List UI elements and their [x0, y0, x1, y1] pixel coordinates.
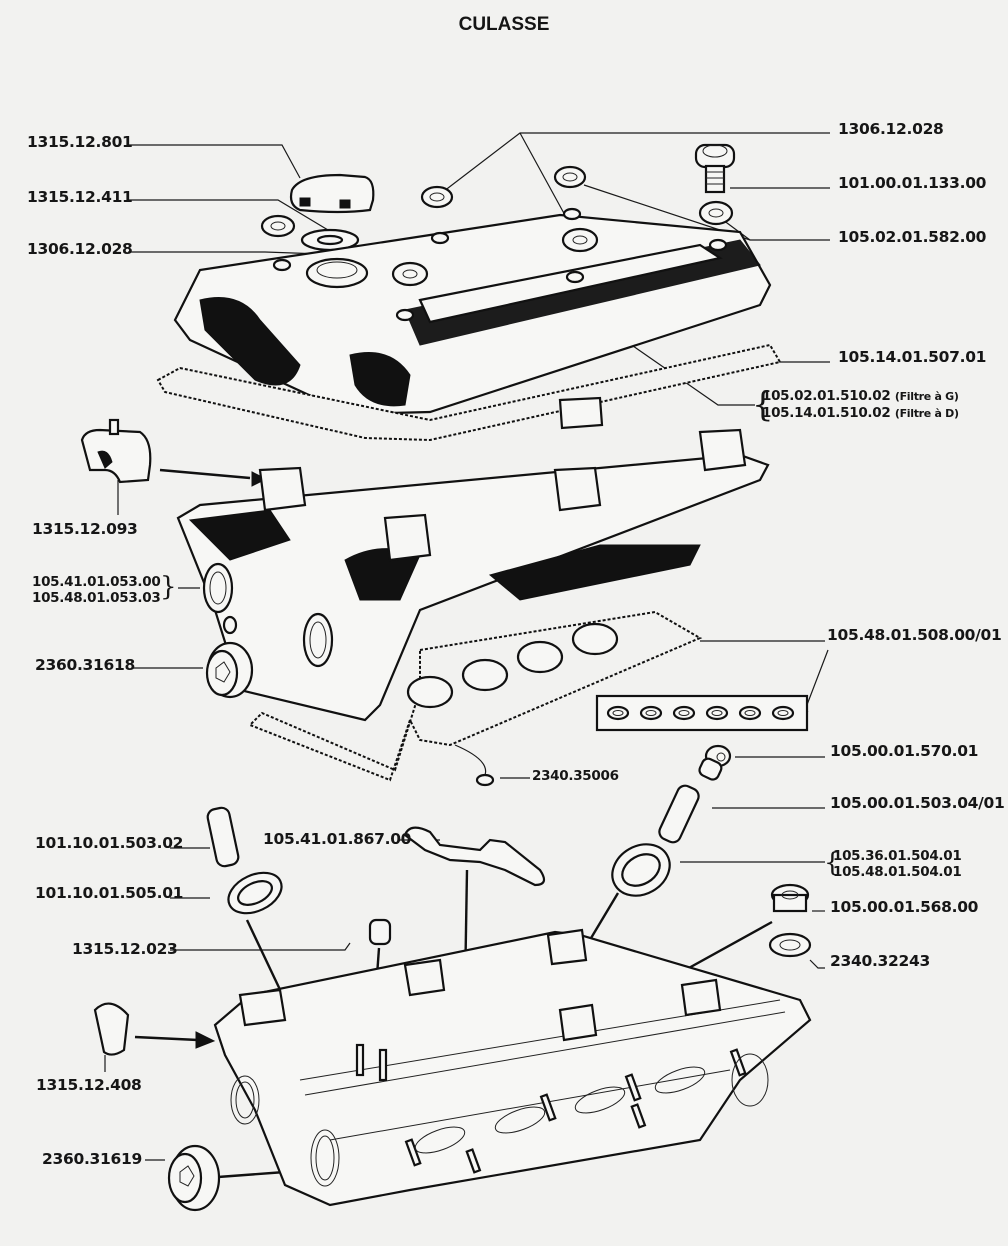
leader-head-gasket-b: [804, 649, 829, 713]
label-oring: 2340.35006: [532, 768, 619, 784]
oring-part: [475, 773, 495, 787]
plug-right-seal-part: [768, 932, 812, 958]
cover-gasket-part: [156, 343, 782, 442]
brace-seal: {: [824, 848, 841, 878]
plug-left-part: [205, 641, 254, 699]
oring-strip-item: [705, 705, 729, 721]
valve-cap-part: [698, 744, 732, 781]
label-valve-guide: 105.00.01.503.04/01: [830, 794, 1005, 812]
leader-dowel: [170, 942, 351, 951]
label-cover-gasket: 105.14.01.507.01: [838, 348, 987, 366]
label-head-gasket: 105.48.01.508.00/01: [827, 626, 1002, 644]
guide-left-part: [206, 806, 240, 868]
label-plug-bottom: 2360.31619: [42, 1150, 142, 1168]
valve-cover: [173, 207, 772, 416]
washer-top-part: [420, 185, 454, 209]
oring-strip-item: [738, 705, 762, 721]
washer-left-part: [260, 214, 296, 238]
washer-right-part: [698, 200, 734, 226]
cam-cap-part: [80, 418, 152, 484]
cover-variant-g: 105.02.01.510.02 (Filtre à G): [762, 388, 959, 404]
bracket-part: [403, 826, 546, 887]
oring-strip: [595, 694, 809, 732]
label-cap: 1315.12.801: [27, 133, 133, 151]
leader-cap: [128, 144, 301, 179]
brace-cover: {: [752, 385, 774, 425]
arrow-cam-cap-head: [251, 471, 268, 487]
label-plug-right-seal: 2340.32243: [830, 952, 930, 970]
oring-strip-item: [672, 705, 696, 721]
bolt-part: [694, 143, 736, 194]
oil-filler-cap: [289, 173, 375, 214]
head-variant-2: 105.48.01.053.03: [32, 590, 161, 606]
arrow-end-cap: [134, 1035, 199, 1042]
leader-cap-seal: [128, 199, 329, 231]
label-bolt: 101.00.01.133.00: [838, 174, 987, 192]
arrow-plug-bottom: [217, 1170, 286, 1179]
label-washer-right: 105.02.01.582.00: [838, 228, 987, 246]
oring-strip-item: [639, 705, 663, 721]
label-seal-left: 101.10.01.505.01: [35, 884, 184, 902]
plug-right-part: [770, 883, 810, 913]
leader-plug-right-seal: [809, 959, 825, 969]
end-cap-part: [93, 1002, 130, 1056]
label-cap-seal: 1315.12.411: [27, 188, 133, 206]
arrow-cam-cap: [159, 468, 251, 480]
label-cover-variants: 105.02.01.510.02 (Filtre à G) 105.14.01.…: [762, 388, 959, 422]
head-gasket-part: [248, 610, 703, 782]
cylinder-head-lower: [213, 928, 812, 1207]
label-end-cap: 1315.12.408: [36, 1076, 142, 1094]
label-guide-left: 101.10.01.503.02: [35, 834, 184, 852]
oring-strip-item: [771, 705, 795, 721]
label-plug-left: 2360.31618: [35, 656, 135, 674]
leader-cover: [609, 329, 755, 406]
label-bracket: 105.41.01.867.00: [263, 830, 412, 848]
head-variant-1: 105.41.01.053.00: [32, 574, 161, 590]
dowel-part: [368, 918, 392, 946]
arrow-end-cap-head: [195, 1031, 216, 1049]
cover-variant-d: 105.14.01.510.02 (Filtre à D): [762, 405, 959, 421]
label-valve-cap: 105.00.01.570.01: [830, 742, 979, 760]
leader-washer-right-b: [722, 219, 751, 241]
label-washer-left: 1306.12.028: [27, 240, 133, 258]
plug-bottom-part: [167, 1144, 221, 1212]
valve-guide-part: [658, 784, 700, 844]
brace-head: }: [160, 572, 177, 602]
label-head-variants: 105.41.01.053.00 105.48.01.053.03: [32, 574, 161, 606]
label-washer-top: 1306.12.028: [838, 120, 944, 138]
washer-top-right-part: [553, 165, 587, 189]
label-dowel: 1315.12.023: [72, 940, 178, 958]
label-seal-variants: 105.36.01.504.01 105.48.01.504.01: [833, 848, 962, 880]
seal-left-part: [227, 871, 283, 915]
seal-part: [611, 843, 671, 897]
seal-variant-2: 105.48.01.504.01: [833, 864, 962, 880]
seal-variant-1: 105.36.01.504.01: [833, 848, 962, 864]
label-cam-cap: 1315.12.093: [32, 520, 138, 538]
label-plug-right: 105.00.01.568.00: [830, 898, 979, 916]
cylinder-head-upper: [176, 396, 770, 722]
diagram-title: CULASSE: [458, 14, 550, 35]
oring-strip-item: [606, 705, 630, 721]
